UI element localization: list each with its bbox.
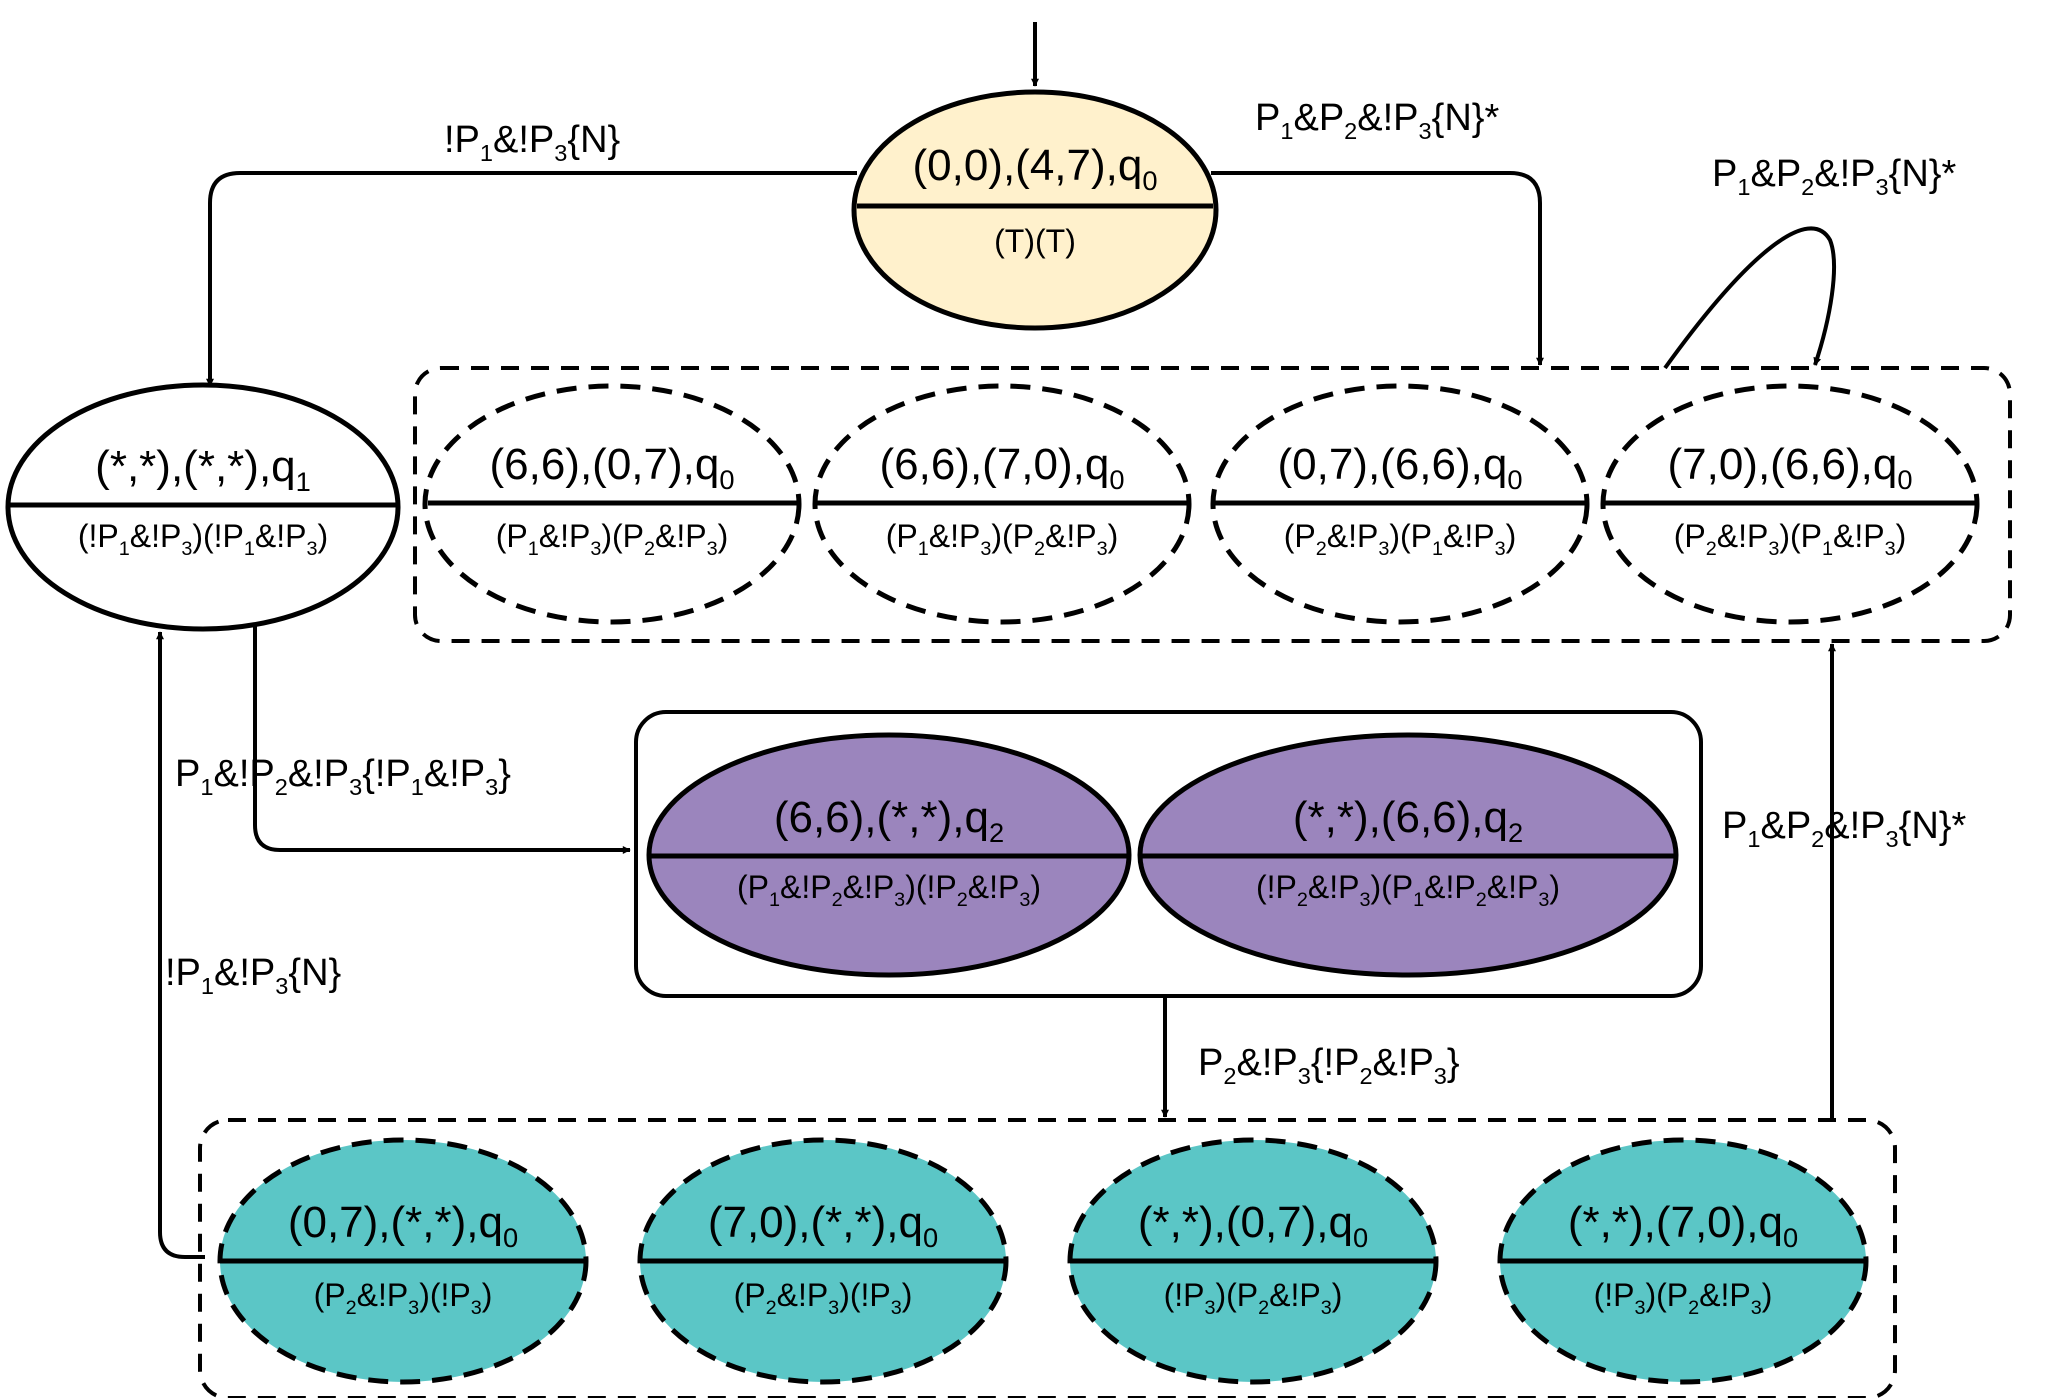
state-b2-label: (!P2&!P3)(P1&!P2&!P3) [1256,869,1560,911]
state-b1-name: (6,6),(*,*),q2 [774,793,1004,848]
state-c4 [1497,1137,1869,1385]
state-initial-label: (T)(T) [994,223,1076,259]
state-a4-label: (P2&!P3)(P1&!P3) [1674,518,1907,560]
state-c4-label: (!P3)(P2&!P3) [1594,1277,1773,1319]
state-c2-label: (P2&!P3)(!P3) [734,1277,913,1319]
group-b-box [634,710,1703,998]
state-initial [851,89,1219,331]
state-star-name: (*,*),(*,*),q1 [95,442,311,497]
edge-label-group-a-self-loop: P1&P2&!P3{N}* [1712,153,1956,200]
state-a4-name: (7,0),(6,6),q0 [1667,440,1912,495]
state-star-label: (!P1&!P3)(!P1&!P3) [78,518,328,560]
state-a3-label: (P2&!P3)(P1&!P3) [1284,518,1517,560]
edge-label-star-to-group-b: P1&!P2&!P3{!P1&!P3} [175,753,511,800]
state-a3-name: (0,7),(6,6),q0 [1277,440,1522,495]
edge-initial-to-star [206,171,857,387]
state-a2-label: (P1&!P3)(P2&!P3) [886,518,1119,560]
state-b2 [1137,732,1679,978]
state-ellipse [851,89,1219,331]
state-a1 [422,383,802,625]
group-a-states [422,383,1980,625]
state-a1-name: (6,6),(0,7),q0 [489,440,734,495]
state-b1 [646,732,1132,978]
edges [156,22,1836,1259]
state-c1 [217,1137,589,1385]
state-c3-label: (!P3)(P2&!P3) [1164,1277,1343,1319]
edge-initial-to-group-a [1211,171,1544,366]
edge-label-group-c-to-star: !P1&!P3{N} [165,952,341,999]
group-a-box [413,366,2012,643]
state-c1-name: (0,7),(*,*),q0 [288,1198,518,1253]
state-a2 [812,383,1192,625]
state-c3-name: (*,*),(0,7),q0 [1138,1198,1368,1253]
state-c4-name: (*,*),(7,0),q0 [1568,1198,1798,1253]
edge-label-group-b-to-group-c: P2&!P3{!P2&!P3} [1198,1042,1460,1089]
state-a3 [1210,383,1590,625]
state-c3 [1067,1137,1439,1385]
edge-label-group-c-to-group-a: P1&P2&!P3{N}* [1722,805,1966,852]
state-initial-name: (0,0),(4,7),q0 [912,141,1157,196]
state-a4 [1600,383,1980,625]
state-a2-name: (6,6),(7,0),q0 [879,440,1124,495]
state-a1-label: (P1&!P3)(P2&!P3) [496,518,729,560]
edge-label-initial-to-group-a: P1&P2&!P3{N}* [1255,97,1499,144]
edge-group-c-to-star [156,631,205,1259]
edge-group-a-self-loop [1663,226,1836,370]
state-b2-name: (*,*),(6,6),q2 [1293,793,1523,848]
state-c2-name: (7,0),(*,*),q0 [708,1198,938,1253]
edge-label-initial-to-star: !P1&!P3{N} [444,119,620,166]
state-c1-label: (P2&!P3)(!P3) [314,1277,493,1319]
state-b1-label: (P1&!P2&!P3)(!P2&!P3) [737,869,1041,911]
edge-star-to-group-b [253,626,631,854]
group-c-box [198,1118,1897,1398]
group-b-states [646,732,1679,978]
state-c2 [637,1137,1009,1385]
state-star [5,382,401,632]
group-c-states [217,1137,1869,1385]
